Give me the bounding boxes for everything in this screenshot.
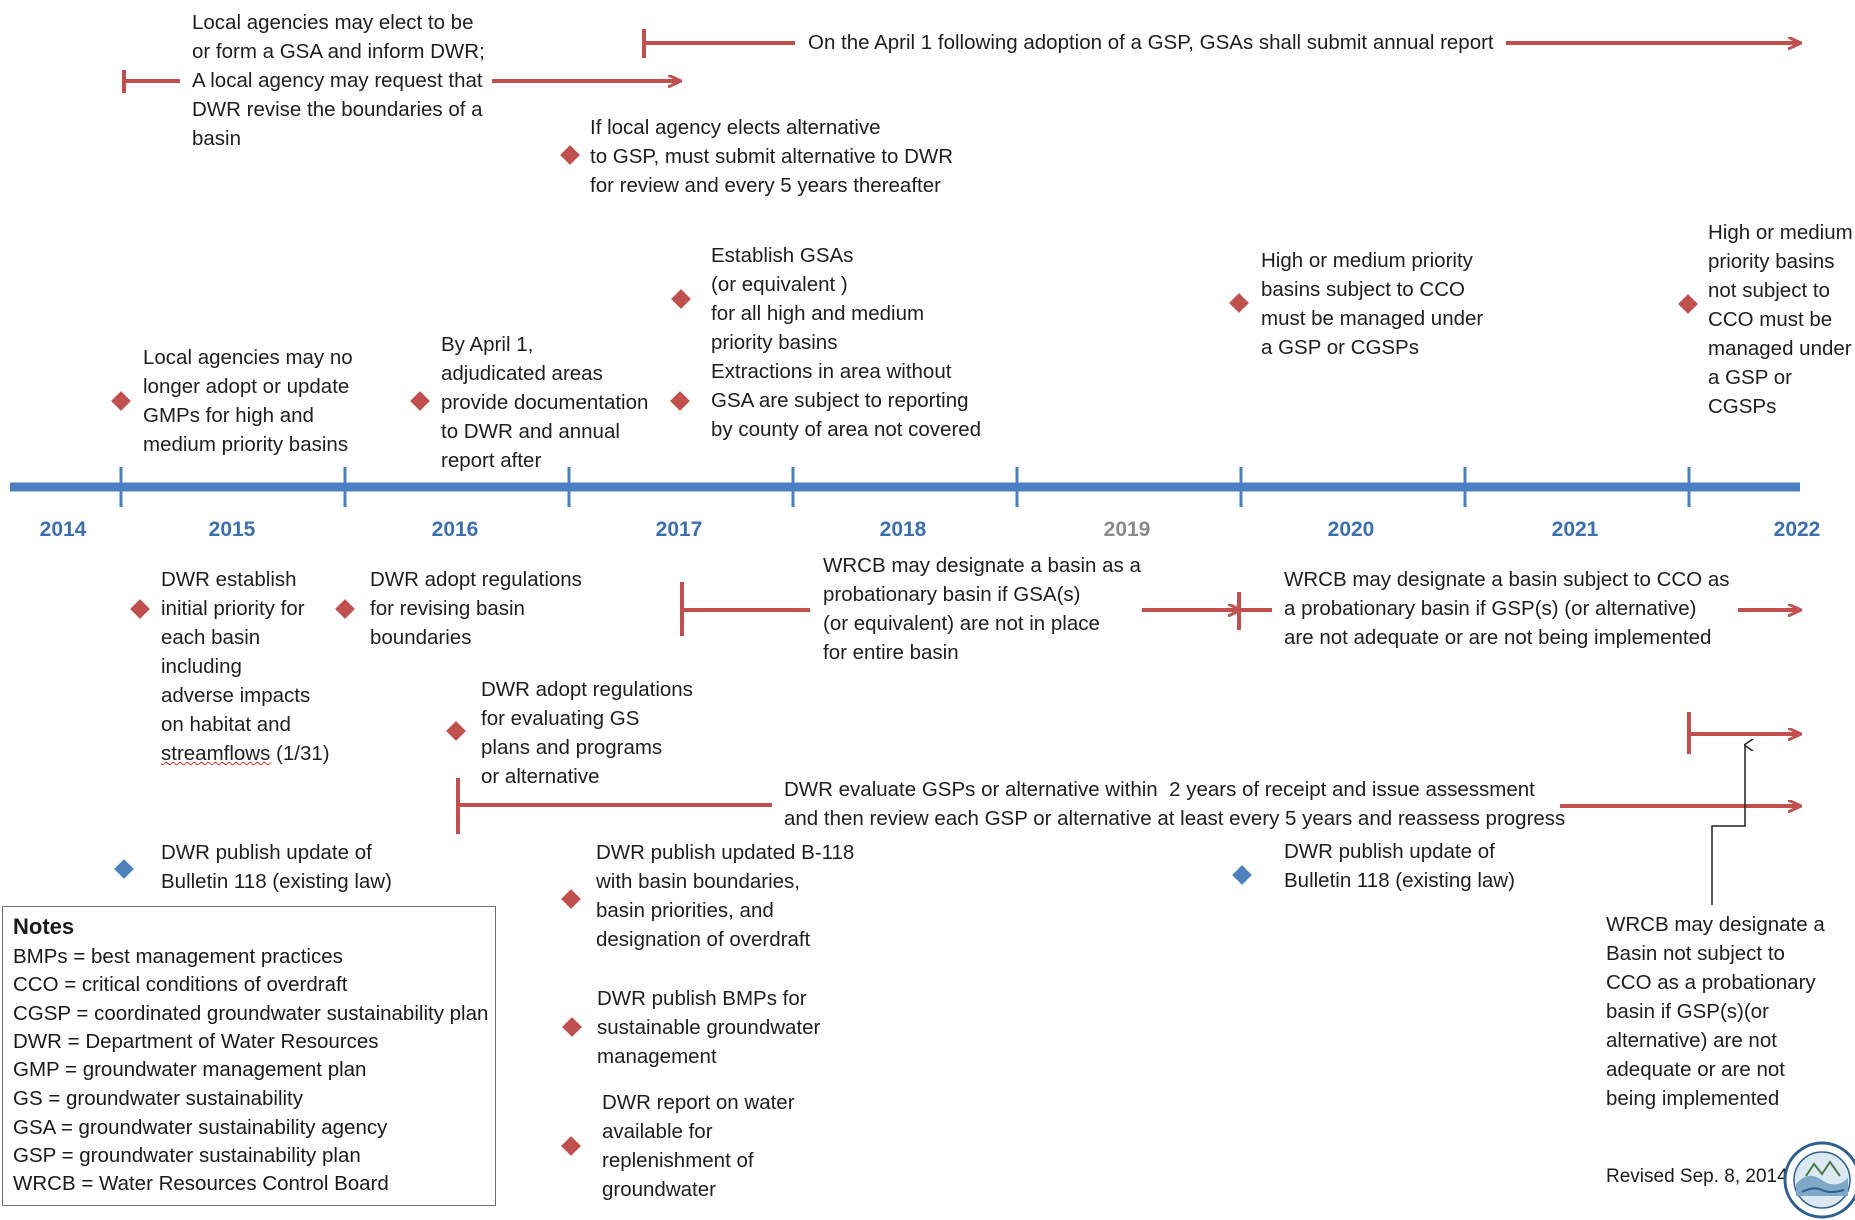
diamond-non-cco-basins	[1678, 294, 1698, 314]
year-label-2016: 2016	[431, 518, 479, 541]
note-item: GS = groundwater sustainability	[13, 1087, 304, 1110]
event-local-agencies-gsa: Local agencies may elect to be or form a…	[192, 11, 485, 150]
event-revise-boundaries-regs: DWR adopt regulations for revising basin…	[370, 568, 582, 649]
event-extractions-reporting: Extractions in area without GSA are subj…	[711, 360, 982, 441]
year-label-2014: 2014	[39, 518, 87, 541]
event-annual-report: On the April 1 following adoption of a G…	[808, 31, 1494, 54]
notes-box: Notes BMPs = best management practices C…	[2, 906, 496, 1206]
event-bulletin-118-2016: DWR publish update of Bulletin 118 (exis…	[161, 841, 392, 893]
event-establish-gsas: Establish GSAs (or equivalent ) for all …	[711, 244, 925, 354]
event-probationary-gsa: WRCB may designate a basin as a probatio…	[823, 554, 1141, 664]
event-probationary-cco: WRCB may designate a basin subject to CC…	[1284, 568, 1730, 649]
diamond-initial-priority	[130, 599, 150, 619]
event-non-cco-basins-2022: High or medium priority basins not subje…	[1708, 221, 1853, 418]
note-item: GSA = groundwater sustainability agency	[13, 1116, 388, 1139]
dwr-seal-logo	[1783, 1141, 1855, 1219]
diamond-bulletin-118-2020	[1232, 865, 1252, 885]
event-cco-basins-2020: High or medium priority basins subject t…	[1261, 249, 1484, 359]
event-no-longer-adopt-gmp: Local agencies may no longer adopt or up…	[143, 346, 353, 456]
arrow-probationary-non-cco	[1687, 712, 1800, 754]
diamond-adjudicated-areas	[410, 391, 430, 411]
diamond-cco-basins	[1229, 293, 1249, 313]
diamond-water-report	[561, 1136, 581, 1156]
arrow-probationary-gsa	[680, 582, 1272, 636]
axis-ticks	[119, 467, 1691, 507]
arrow-annual-report	[642, 29, 1800, 58]
note-item: GMP = groundwater management plan	[13, 1058, 367, 1081]
event-initial-priority: DWR establish initial priority for each …	[161, 568, 330, 765]
year-label-2017: 2017	[655, 518, 703, 541]
event-bmps: DWR publish BMPs for sustainable groundw…	[597, 987, 821, 1068]
note-item: CGSP = coordinated groundwater sustainab…	[13, 1002, 489, 1025]
diamond-bulletin-118-2016	[114, 859, 134, 879]
note-item: WRCB = Water Resources Control Board	[13, 1172, 389, 1195]
event-bulletin-118-2020: DWR publish update of Bulletin 118 (exis…	[1284, 840, 1515, 892]
event-updated-b118: DWR publish updated B-118 with basin bou…	[596, 841, 855, 951]
note-item: BMPs = best management practices	[13, 945, 343, 968]
diamond-establish-gsas	[671, 289, 691, 309]
arrow-gsa-election	[122, 70, 680, 93]
event-probationary-non-cco: WRCB may designate a Basin not subject t…	[1606, 913, 1825, 1110]
event-water-report: DWR report on water available for replen…	[602, 1091, 795, 1201]
year-label-2018: 2018	[879, 518, 927, 541]
diamond-bmps	[562, 1017, 582, 1037]
note-item: GSP = groundwater sustainability plan	[13, 1144, 361, 1167]
diamond-updated-b118	[561, 889, 581, 909]
event-evaluate-gsps: DWR evaluate GSPs or alternative within …	[784, 778, 1566, 830]
diamond-evaluating-gs-regs	[446, 721, 466, 741]
misspelling-underline-word: streamflows	[161, 742, 271, 765]
diamond-no-longer-adopt-gmp	[111, 391, 131, 411]
revised-date: Revised Sep. 8, 2014	[1606, 1166, 1788, 1187]
connector-arrow	[1711, 745, 1745, 905]
year-label-2022: 2022	[1773, 518, 1821, 541]
note-item: DWR = Department of Water Resources	[13, 1030, 379, 1053]
milestone-diamonds	[111, 145, 1698, 1156]
diamond-revise-boundaries-regs	[335, 599, 355, 619]
year-label-2015: 2015	[208, 518, 256, 541]
diamond-alternative-to-gsp	[560, 145, 580, 165]
year-label-2019: 2019	[1103, 518, 1151, 541]
event-evaluating-gs-regs: DWR adopt regulations for evaluating GS …	[481, 678, 693, 788]
year-label-2021: 2021	[1551, 518, 1599, 541]
event-adjudicated-areas: By April 1, adjudicated areas provide do…	[441, 333, 649, 472]
year-label-2020: 2020	[1327, 518, 1375, 541]
notes-title: Notes	[13, 914, 75, 939]
note-item: CCO = critical conditions of overdraft	[13, 973, 348, 996]
arrow-evaluate-gsps	[456, 778, 1800, 834]
event-alternative-to-gsp: If local agency elects alternative to GS…	[590, 116, 954, 197]
diamond-extractions-reporting	[670, 391, 690, 411]
